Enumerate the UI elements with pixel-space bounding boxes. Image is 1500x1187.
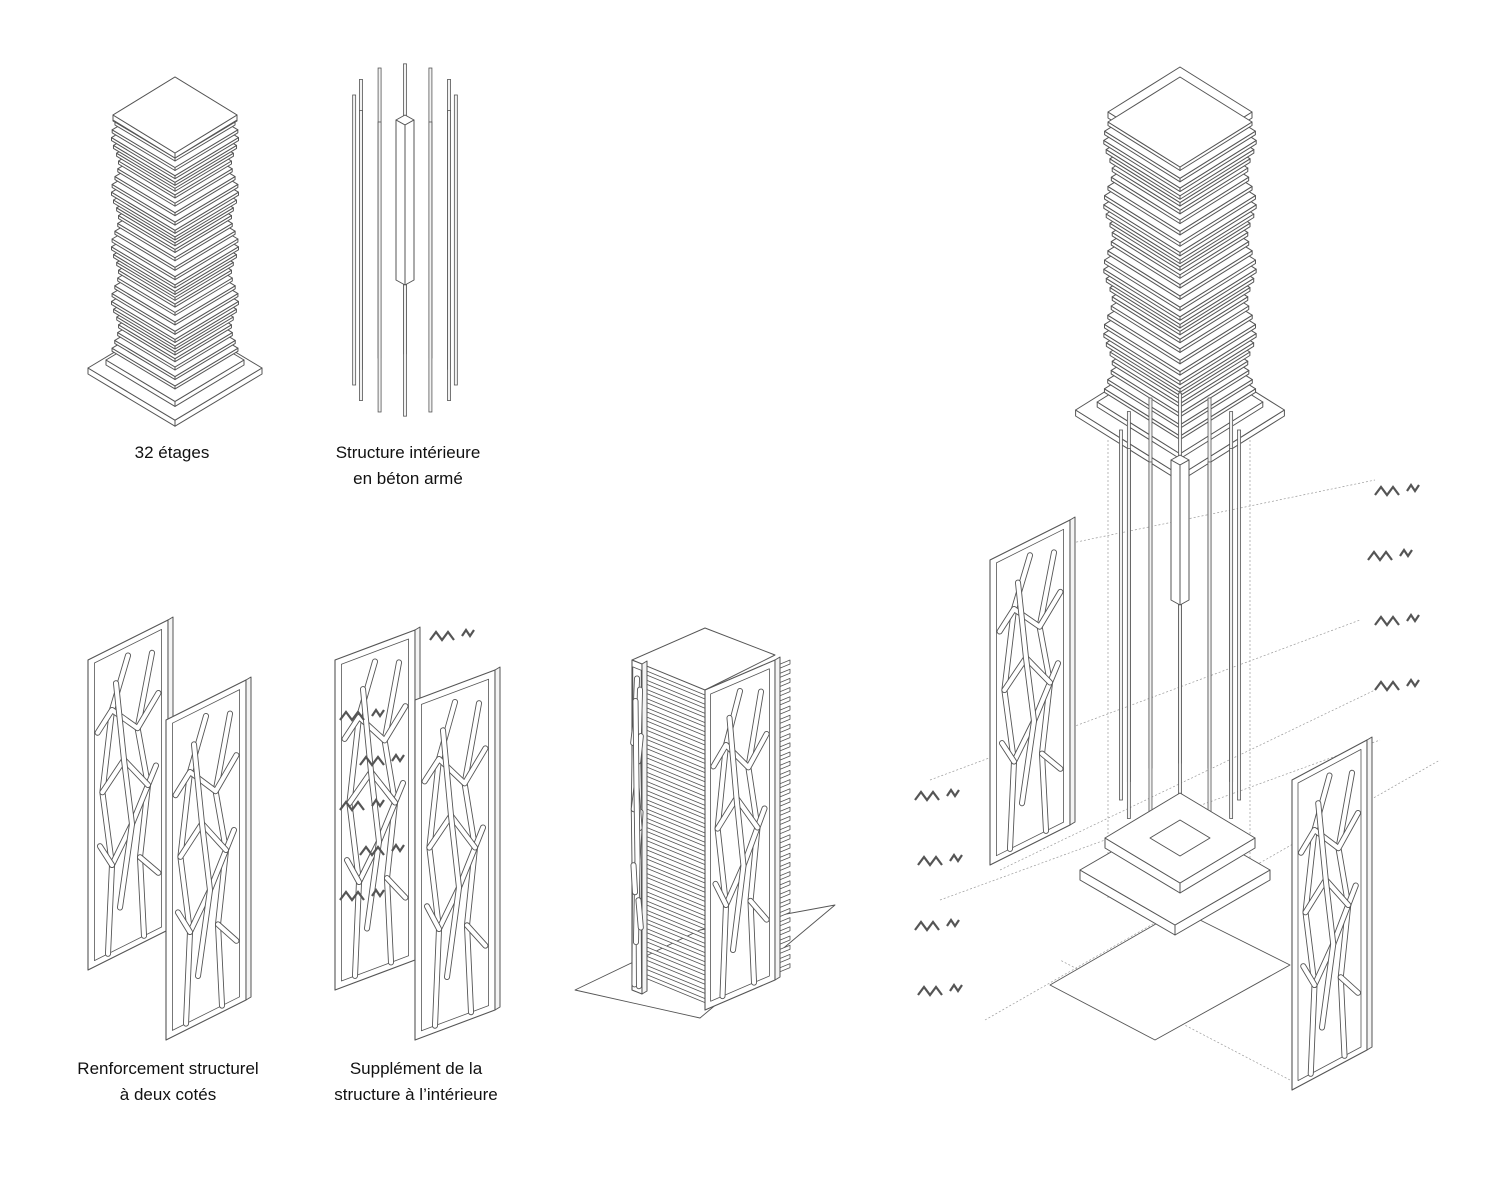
concrete-column: [352, 94, 357, 386]
supp-back-panel-branch-fill: [344, 858, 362, 885]
bracing-right-0: [1374, 483, 1420, 497]
front-tree-panel-inner: [710, 668, 770, 1002]
caption-floors-line1: 32 étages: [134, 443, 210, 462]
supp-zigzag: [359, 843, 405, 857]
supp-zigzag: [339, 798, 385, 812]
supplementary-structure-drawing: [334, 626, 501, 1041]
floor-slab-top: [1107, 76, 1253, 168]
bracing-left-3: [917, 983, 963, 997]
concrete-column: [1148, 461, 1153, 833]
caption-supplement: Supplément de la structure à l’intérieur…: [296, 1056, 536, 1108]
core-left: [1170, 459, 1181, 606]
supp-top-zigzag: [429, 628, 475, 642]
roof-slab-top-top: [112, 76, 238, 154]
front-tree-panel-branch-fill: [711, 731, 769, 770]
concrete-column: [1207, 461, 1212, 833]
supp-back-panel-branch-fill: [342, 704, 408, 743]
supp-back-panel-inner: [340, 638, 410, 982]
exploded-left-panel-branch-fill: [999, 741, 1017, 764]
supp-front-panel-branch-fill: [440, 728, 462, 980]
concrete-column: [453, 94, 458, 386]
concrete-column: [1119, 429, 1123, 801]
exploded-right-panel-edge: [1366, 736, 1373, 1051]
concrete-column: [428, 121, 433, 413]
caption-supplement-line2: structure à l’intérieure: [334, 1085, 498, 1104]
supp-front-panel-branch-fill: [422, 746, 488, 786]
bracing-left-2: [914, 918, 960, 932]
left-panel-branch-fill: [95, 690, 161, 735]
exploded-right-panel-branch-fill: [1298, 810, 1361, 855]
side-frame-branch-fill: [631, 863, 638, 895]
left-panel-inner: [94, 629, 163, 961]
supp-front-panel-branch-fill: [464, 923, 488, 948]
right-panel-inner: [171, 689, 241, 1031]
core-right: [404, 119, 415, 286]
exploded-right-panel-branch-fill: [1338, 975, 1361, 995]
caption-structure-line2: en béton armé: [353, 469, 463, 488]
concrete-column: [447, 110, 451, 401]
concrete-column: [1229, 448, 1234, 819]
exploded-left-panel-edge: [1069, 516, 1076, 826]
concrete-column: [377, 121, 382, 413]
bracing-right-2: [1374, 613, 1420, 627]
caption-reinforcement: Renforcement structurel à deux cotés: [48, 1056, 288, 1108]
supp-back-panel-branch-fill: [384, 876, 408, 900]
left-panel-branch-fill: [113, 681, 135, 910]
left-panel-branch-fill: [137, 855, 161, 875]
left-panel-branch-fill: [97, 844, 115, 868]
bracing-left-1: [917, 853, 963, 867]
column-structure-drawing: [352, 63, 458, 417]
front-tree-panel-branch-fill: [713, 881, 729, 908]
right-panel-branch-fill: [175, 910, 193, 935]
caption-reinforcement-line1: Renforcement structurel: [77, 1059, 259, 1078]
core-left: [395, 119, 406, 286]
projection-guide: [999, 689, 1376, 871]
side-frame-edge: [641, 660, 648, 995]
caption-supplement-line1: Supplément de la: [349, 1059, 483, 1078]
tower-roof: [631, 627, 776, 691]
right-panel-branch-fill: [191, 742, 213, 979]
caption-floors: 32 étages: [52, 440, 292, 466]
podium-void: [1149, 819, 1211, 857]
right-panel-branch-fill: [173, 753, 239, 798]
side-frame-branch-fill: [636, 898, 643, 930]
core-right: [1179, 459, 1190, 606]
concrete-column: [1237, 429, 1241, 801]
bracing-right-1: [1367, 548, 1413, 562]
concrete-column: [359, 110, 363, 401]
exploded-left-panel-inner: [996, 528, 1064, 857]
caption-structure-line1: Structure intérieure: [335, 443, 481, 462]
supp-zigzag: [339, 888, 385, 902]
exploded-right-panel-branch-fill: [1316, 801, 1336, 1030]
bracing-left-0: [914, 788, 960, 802]
supp-front-panel-branch-fill: [424, 904, 442, 932]
concrete-column: [1126, 448, 1131, 819]
structural-panels-drawing: [87, 616, 252, 1041]
front-tree-panel-edge: [774, 656, 781, 981]
supp-zigzag: [359, 753, 405, 767]
supp-front-panel-edge: [494, 666, 501, 1011]
caption-reinforcement-line2: à deux cotés: [119, 1085, 217, 1104]
exploded-axonometric-drawing: [914, 66, 1441, 1091]
exploded-right-panel-branch-fill: [1301, 964, 1317, 988]
supp-back-panel-branch-fill: [360, 687, 382, 931]
exploded-left-panel-branch-fill: [1039, 751, 1063, 771]
ground-plane-big: [1049, 909, 1291, 1041]
caption-structure: Structure intérieure en béton armé: [288, 440, 528, 492]
exploded-left-panel-branch-fill: [997, 589, 1063, 634]
right-panel-branch-fill: [215, 922, 239, 943]
exploded-right-panel-inner: [1297, 749, 1362, 1081]
bracing-right-3: [1374, 678, 1420, 692]
floor-stack-drawing: [87, 76, 263, 427]
front-tree-panel-branch-fill: [727, 715, 746, 953]
assembled-tower-drawing: [574, 627, 836, 1019]
supp-front-panel-inner: [420, 678, 490, 1032]
supp-zigzag: [339, 708, 385, 722]
right-panel-edge: [245, 676, 252, 1001]
exploded-left-panel-branch-fill: [1015, 580, 1037, 806]
front-tree-panel-branch-fill: [748, 898, 769, 922]
